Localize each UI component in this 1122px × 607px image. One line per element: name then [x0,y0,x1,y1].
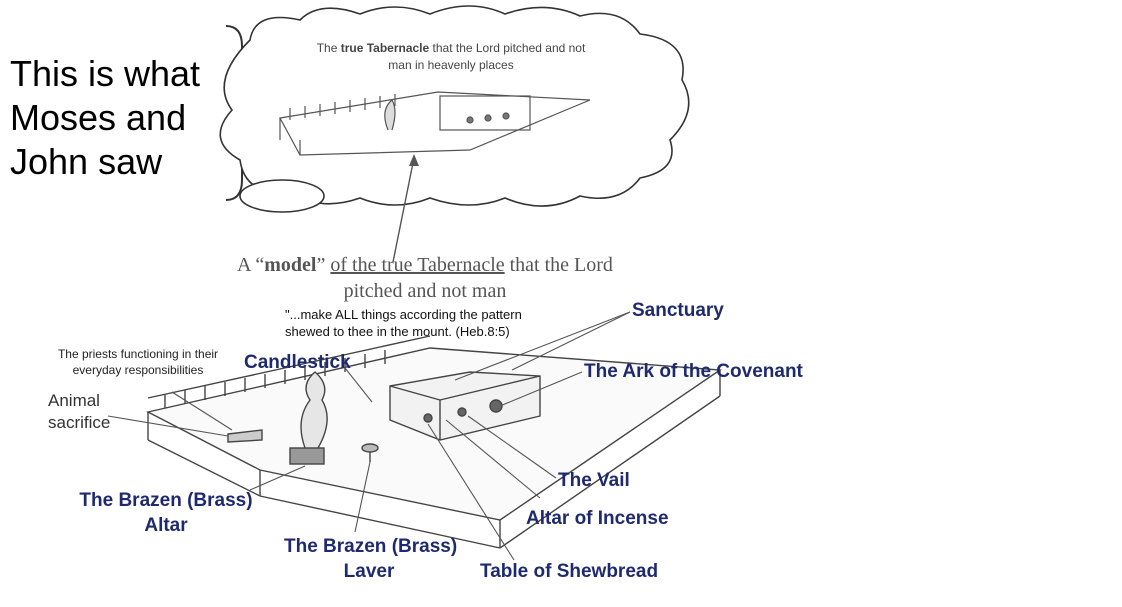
label-animal-sacrifice-line-1: Animal [48,391,100,410]
cloud-caption: The true Tabernacle that the Lord pitche… [292,40,610,74]
arrow-to-cloud [392,157,415,263]
label-brazen-laver-line-1: The Brazen (Brass) [284,536,458,557]
model-caption-bold: model [264,254,317,276]
label-brazen-altar-line-1: The Brazen (Brass) [79,490,253,511]
label-animal-sacrifice: Animal sacrifice [48,390,110,434]
cloud-caption-line-2: man in heavenly places [388,58,514,72]
label-animal-sacrifice-line-2: sacrifice [48,413,111,432]
label-priests: The priests functioning in their everyda… [38,346,238,378]
scripture-quote: "...make ALL things according the patter… [285,306,522,340]
scripture-quote-line-2: shewed to thee in the mount. (Heb.8:5) [285,324,510,339]
thought-cloud [219,5,690,207]
scripture-quote-line-1: "...make ALL things according the patter… [285,307,522,322]
cloud-caption-pre: The [316,41,341,55]
label-candlestick: Candlestick [244,352,351,373]
cloud-tabernacle-sketch [279,91,591,156]
label-altar-of-incense: Altar of Incense [526,508,669,529]
model-caption-c: that the Lord [504,254,613,276]
model-caption: A “model” of the true Tabernacle that th… [210,252,640,304]
left-caption: This is what Moses and John saw [10,52,200,184]
label-brazen-altar: The Brazen (Brass) Altar [78,488,254,538]
left-caption-line-1: This is what [10,53,201,94]
label-ark-of-covenant: The Ark of the Covenant [584,361,803,382]
label-priests-line-1: The priests functioning in their [57,347,219,361]
label-brazen-altar-line-2: Altar [144,515,188,536]
left-caption-line-3: John saw [10,141,163,182]
label-brazen-laver-line-2: Laver [343,561,395,582]
model-caption-underlined: of the true Tabernacle [330,254,505,276]
cloud-caption-bold: true Tabernacle [340,41,430,55]
label-sanctuary: Sanctuary [632,300,724,321]
leader-lines [107,311,631,561]
label-priests-line-2: everyday responsibilities [72,363,204,377]
label-brazen-laver: The Brazen (Brass) Laver [284,534,458,584]
small-thought-bubble [239,179,325,213]
model-caption-line-2: pitched and not man [343,280,507,302]
model-caption-b: ” [316,254,331,276]
label-vail: The Vail [558,470,630,491]
left-caption-line-2: Moses and [10,97,187,138]
cloud-caption-post: that the Lord pitched and not [429,41,586,55]
model-caption-a: A “ [237,254,265,276]
label-table-of-shewbread: Table of Shewbread [480,561,659,582]
